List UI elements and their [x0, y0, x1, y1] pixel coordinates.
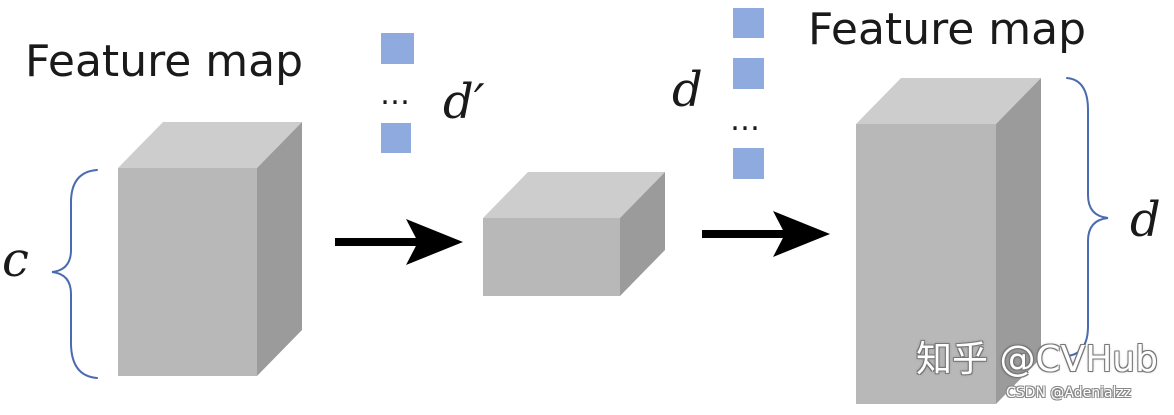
watermark-zhihu: 知乎 @CVHub	[916, 339, 1158, 380]
cube-left-front	[118, 168, 257, 376]
cube-right	[856, 78, 1041, 404]
math-d-label-right: d	[1130, 192, 1161, 248]
arrow-1	[335, 219, 463, 265]
cube-right-front	[856, 124, 996, 404]
ellipsis-right: …	[730, 103, 760, 138]
token-right-2	[733, 58, 764, 89]
math-d-label-top: d	[672, 62, 703, 118]
math-c-label: c	[2, 232, 29, 288]
cube-middle-front	[483, 218, 620, 296]
brace-left	[51, 169, 98, 379]
token-right-1	[733, 8, 764, 38]
cube-right-top	[856, 78, 1041, 124]
cube-left-top	[118, 122, 302, 168]
cube-left	[118, 122, 302, 376]
brace-right	[1066, 77, 1109, 357]
cube-middle-side	[620, 172, 665, 296]
feature-map-label-left: Feature map	[25, 36, 304, 87]
ellipsis-left: …	[380, 77, 410, 112]
cube-middle	[483, 172, 665, 296]
cube-right-side	[996, 78, 1041, 404]
token-left-1	[381, 33, 414, 64]
arrow-2	[702, 211, 830, 257]
watermark-csdn: CSDN @Adenialzz	[1006, 385, 1132, 401]
cube-left-side	[257, 122, 302, 376]
feature-map-label-right: Feature map	[808, 4, 1087, 55]
cube-middle-top	[483, 172, 665, 218]
token-left-2	[381, 123, 411, 153]
math-d-prime-label: d′	[443, 74, 485, 130]
token-right-3	[733, 148, 764, 179]
